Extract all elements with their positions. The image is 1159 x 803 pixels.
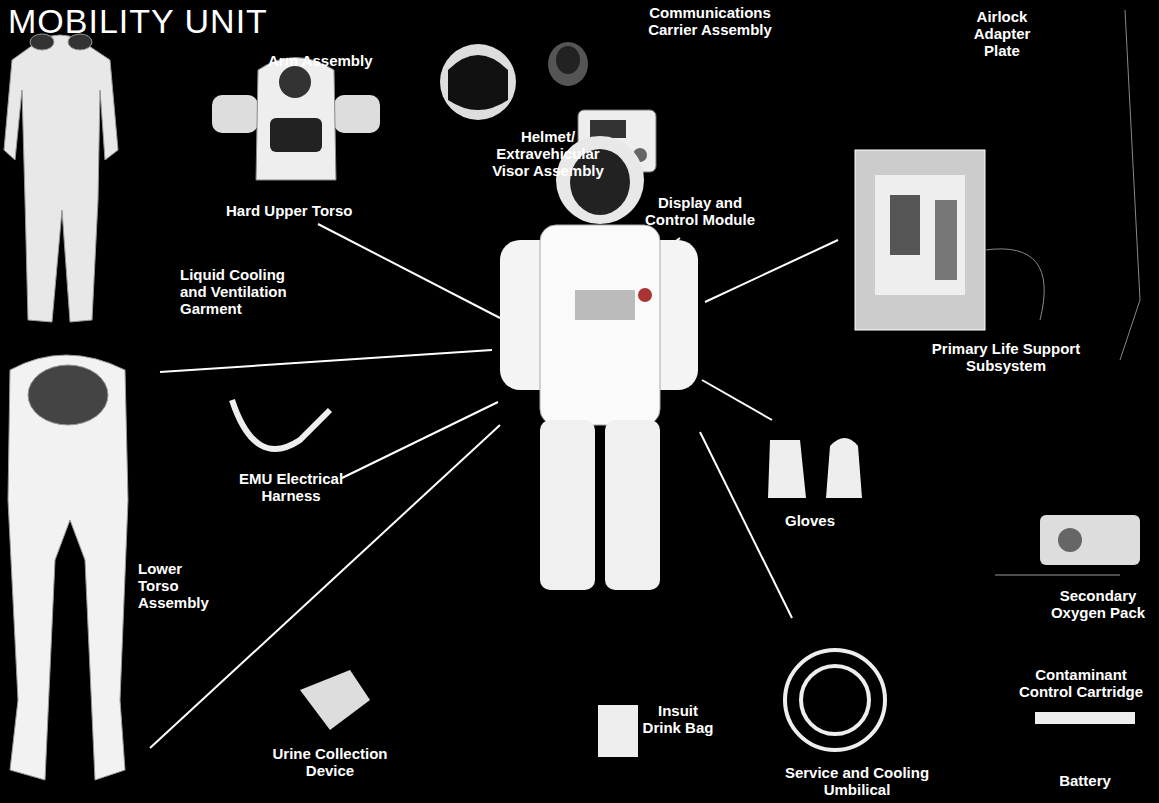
helmet (440, 44, 516, 120)
part-label: Helmet/ Extravehicular Visor Assembly (478, 128, 618, 179)
part-label: Secondary Oxygen Pack (1048, 587, 1148, 621)
part-label: EMU Electrical Harness (236, 470, 346, 504)
part-label: Gloves (770, 512, 850, 529)
part-label: Primary Life Support Subsystem (920, 340, 1092, 374)
cartridge (1035, 712, 1135, 724)
leader-lines (150, 224, 838, 748)
part-label: Hard Upper Torso (226, 202, 376, 219)
diagram-title: MOBILITY UNIT (8, 2, 268, 40)
part-label: Communications Carrier Assembly (642, 4, 778, 38)
umbilical (785, 650, 885, 750)
airlock-plate (1120, 10, 1140, 360)
urine-device (300, 670, 370, 730)
secondary-oxygen-pack (995, 515, 1140, 575)
part-label: Airlock Adapter Plate (960, 8, 1044, 59)
part-label: Liquid Cooling and Ventilation Garment (180, 266, 298, 317)
part-label: Arm Assembly (268, 52, 398, 69)
part-label: Urine Collection Device (268, 745, 392, 779)
comm-carrier (548, 42, 588, 86)
part-label: Lower Torso Assembly (138, 560, 218, 611)
harness (232, 400, 330, 449)
hard-upper-torso (212, 58, 380, 181)
gloves (768, 438, 862, 498)
part-label: Service and Cooling Umbilical (772, 764, 942, 798)
part-label: Contaminant Control Cartridge (1010, 666, 1152, 700)
plss (855, 150, 1044, 330)
lower-torso (8, 355, 128, 780)
part-label: Battery (1045, 772, 1125, 789)
part-label: Insuit Drink Bag (640, 702, 716, 736)
cooling-garment (4, 34, 118, 322)
part-label: Display and Control Module (636, 194, 764, 228)
drink-bag (598, 705, 638, 757)
